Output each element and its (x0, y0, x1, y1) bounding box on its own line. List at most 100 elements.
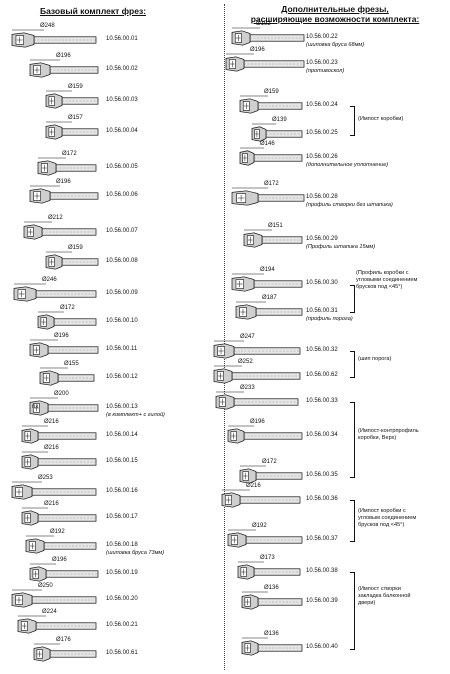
cutter-diameter: Ø216 (44, 501, 59, 507)
cutter-drawing (231, 27, 305, 46)
cutter-icon (21, 425, 97, 444)
section-label-line: (Импост-контрпрофиль (358, 428, 419, 434)
cutter-code: 10.56.00.18 (106, 542, 138, 548)
cutter-diameter: Ø246 (42, 277, 57, 283)
cutter-note: (дополнительное уплотнение) (306, 162, 389, 168)
cutter-icon (11, 589, 97, 608)
cutter-diameter: Ø136 (264, 585, 279, 591)
cutter-code: 10.56.00.02 (106, 66, 138, 72)
cutter-icon (37, 311, 97, 330)
cutter-icon (251, 123, 303, 142)
cutter-diameter: Ø159 (68, 245, 83, 251)
cutter-diameter: Ø192 (252, 523, 267, 529)
cutter-code: 10.56.00.34 (306, 432, 338, 438)
cutter-diameter: Ø172 (62, 151, 77, 157)
cutter-drawing (11, 589, 97, 608)
cutter-code: 10.56.00.26 (306, 154, 338, 160)
cutter-code: 10.56.00.09 (106, 290, 138, 296)
cutter-diameter: Ø192 (50, 529, 65, 535)
cutter-code: 10.56.00.08 (106, 258, 138, 264)
cutter-diameter: Ø196 (54, 333, 69, 339)
cutter-drawing (13, 283, 97, 302)
cutter-drawing (29, 397, 99, 416)
cutter-code: 10.56.00.24 (306, 102, 338, 108)
cutter-drawing (251, 123, 303, 142)
section-label-box-corner: (Профиль коробки с угловыми соединением … (356, 270, 417, 291)
section-label-line: (Профиль коробки с (356, 270, 409, 276)
cutter-code: 10.56.00.11 (106, 346, 138, 352)
group-bracket (350, 106, 355, 136)
cutter-icon (227, 425, 303, 444)
cutter-diameter: Ø159 (264, 89, 279, 95)
cutter-drawing (225, 53, 305, 72)
cutter-icon (13, 283, 97, 302)
cutter-note: (в комплект+ с гилой) (106, 412, 165, 418)
group-bracket (350, 500, 355, 542)
cutter-drawing (227, 425, 303, 444)
left-column-title: Базовый комплект фрез: (39, 6, 147, 16)
section-label-counterprofile: (Импост-контрпрофиль коробки, Верх) (358, 428, 419, 442)
cutter-code: 10.56.00.38 (306, 568, 338, 574)
cutter-icon (241, 637, 303, 656)
section-label-line: брусков под <45°) (358, 522, 405, 528)
cutter-code: 10.56.00.29 (306, 236, 338, 242)
cutter-diameter: Ø172 (262, 459, 277, 465)
cutter-icon (21, 451, 97, 470)
cutter-icon (29, 185, 99, 204)
cutter-icon (221, 489, 301, 508)
cutter-diameter: Ø250 (38, 583, 53, 589)
cutter-drawing (241, 637, 303, 656)
cutter-icon (39, 367, 95, 386)
cutter-drawing (45, 90, 99, 109)
cutter-diameter: Ø136 (264, 631, 279, 637)
cutter-diameter: Ø146 (260, 141, 275, 147)
cutter-code: 10.56.00.37 (306, 536, 338, 542)
cutter-drawing (239, 147, 303, 166)
cutter-icon (215, 391, 299, 410)
cutter-diameter: Ø253 (38, 475, 53, 481)
right-column-title-line2: расширяющие возможности комплекта: (250, 14, 420, 24)
cutter-drawing (33, 643, 97, 662)
cutter-diameter: Ø176 (56, 637, 71, 643)
cutter-icon (11, 29, 97, 48)
cutter-code: 10.56.00.07 (106, 228, 138, 234)
cutter-diameter: Ø200 (54, 391, 69, 397)
cutter-drawing (21, 425, 97, 444)
cutter-drawing (241, 591, 303, 610)
cutter-inline-label: nз (32, 404, 39, 410)
cutter-drawing (221, 489, 301, 508)
cutter-icon (213, 340, 301, 359)
cutter-diameter: Ø157 (68, 115, 83, 121)
cutter-diameter: Ø196 (56, 53, 71, 59)
cutter-diameter: Ø151 (268, 223, 283, 229)
cutter-diameter: Ø187 (262, 295, 277, 301)
section-label-impost-box: (Импост коробки) (358, 116, 404, 122)
cutter-icon (29, 397, 99, 416)
cutter-diameter: Ø252 (238, 359, 253, 365)
cutter-icon (227, 529, 303, 548)
cutter-code: 10.56.00.62 (306, 372, 338, 378)
cutter-drawing (21, 451, 97, 470)
cutter-code: 10.56.00.20 (106, 596, 138, 602)
cutter-drawing (23, 221, 97, 240)
cutter-icon (29, 59, 99, 78)
cutter-icon (241, 591, 303, 610)
cutter-drawing (237, 561, 301, 580)
cutter-drawing (11, 29, 97, 48)
cutter-icon (225, 53, 305, 72)
cutter-diameter: Ø196 (250, 419, 265, 425)
cutter-drawing (39, 367, 95, 386)
cutter-note: (шиповка бруса 68мм) (306, 42, 365, 48)
cutter-code: 10.56.00.14 (106, 432, 138, 438)
cutter-code: 10.56.00.30 (306, 280, 338, 286)
cutter-code: 10.56.00.40 (306, 644, 338, 650)
cutter-drawing (25, 535, 97, 554)
cutter-code: 10.56.00.31 (306, 308, 338, 314)
cutter-diameter: Ø224 (42, 609, 57, 615)
cutter-icon (213, 365, 301, 384)
cutter-icon (239, 465, 303, 484)
cutter-icon (21, 507, 97, 526)
cutter-diameter: Ø194 (260, 267, 275, 273)
group-bracket (350, 572, 355, 650)
cutter-code: 10.56.00.22 (306, 34, 338, 40)
